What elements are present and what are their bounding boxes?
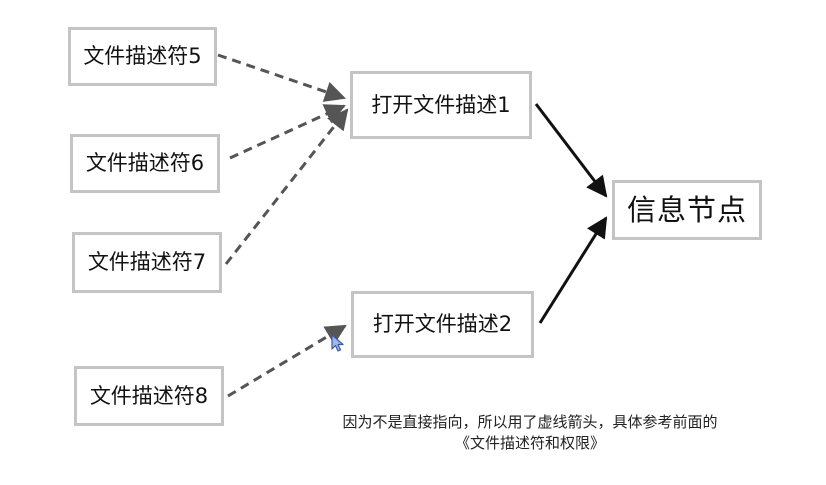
arrow-open1-to-inode xyxy=(534,103,608,198)
mouse-pointer-icon xyxy=(331,334,344,352)
node-open1: 打开文件描述1 xyxy=(350,71,532,139)
arrow-open2-to-inode xyxy=(538,216,608,324)
arrow-fd8-to-open2 xyxy=(227,324,347,398)
diagram-caption: 因为不是直接指向，所以用了虚线箭头，具体参考前面的 《文件描述符和权限》 xyxy=(250,412,810,454)
node-fd8: 文件描述符8 xyxy=(74,366,224,426)
node-fd6: 文件描述符6 xyxy=(70,134,220,193)
caption-line-2: 《文件描述符和权限》 xyxy=(454,434,605,452)
arrow-fd6-to-open1 xyxy=(229,104,346,160)
caption-line-1: 因为不是直接指向，所以用了虚线箭头，具体参考前面的 xyxy=(342,413,718,431)
node-fd5: 文件描述符5 xyxy=(68,27,217,86)
node-fd7-label: 文件描述符7 xyxy=(87,250,207,274)
node-fd5-label: 文件描述符5 xyxy=(83,44,202,68)
node-open2-label: 打开文件描述2 xyxy=(372,312,513,336)
node-fd6-label: 文件描述符6 xyxy=(85,151,205,175)
node-fd8-label: 文件描述符8 xyxy=(89,383,209,408)
arrow-fd7-to-open1 xyxy=(224,108,349,265)
node-open1-label: 打开文件描述1 xyxy=(371,92,511,117)
node-inode: 信息节点 xyxy=(612,180,762,240)
arrow-fd5-to-open1 xyxy=(217,53,346,102)
node-open2: 打开文件描述2 xyxy=(351,291,534,358)
node-fd7: 文件描述符7 xyxy=(72,232,222,293)
node-inode-label: 信息节点 xyxy=(626,192,747,227)
